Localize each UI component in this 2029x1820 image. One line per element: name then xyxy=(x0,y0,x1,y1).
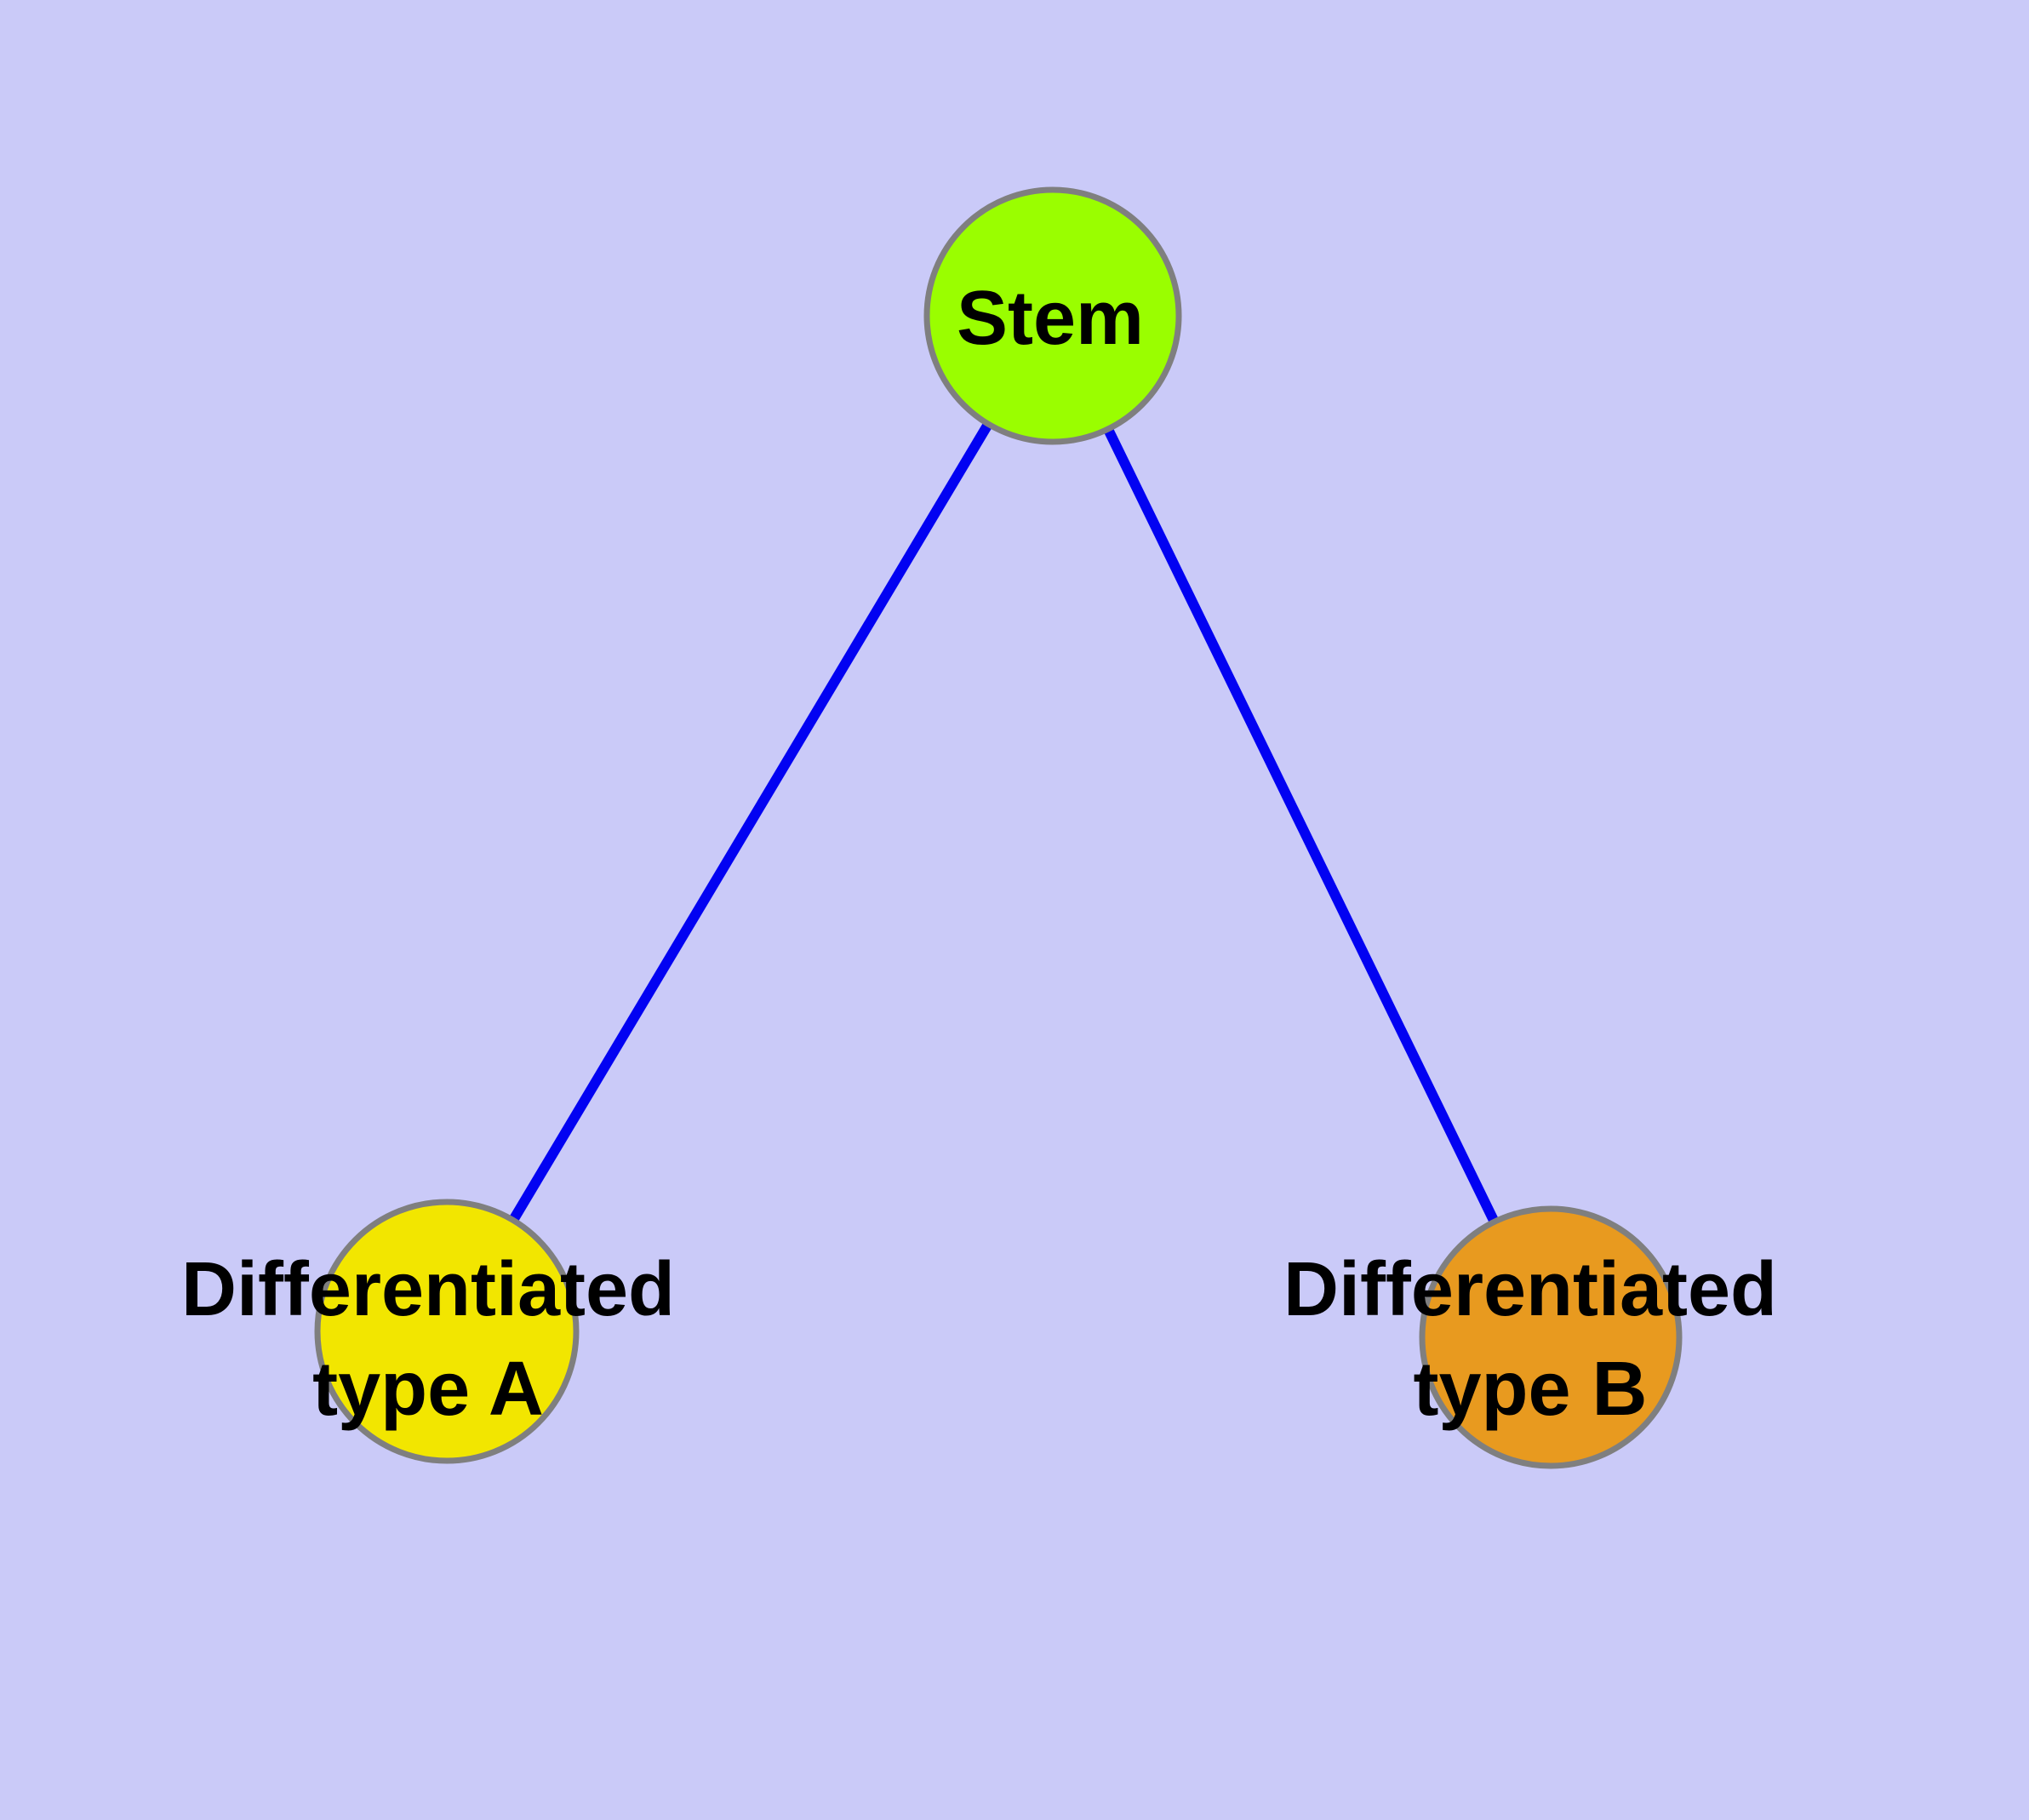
node-differentiated-type-a xyxy=(314,1199,580,1464)
edge-stem-to-differentiated-type-b xyxy=(1048,313,1556,1340)
node-stem-label: Stem xyxy=(957,276,1144,361)
node-differentiated-type-a-label-line2: type A xyxy=(312,1347,544,1432)
node-differentiated-type-b-label-line1: Differentiated xyxy=(1283,1247,1777,1332)
node-differentiated-type-b xyxy=(1419,1205,1683,1469)
node-stem xyxy=(923,186,1182,445)
node-differentiated-type-b-label-line2: type B xyxy=(1413,1347,1647,1432)
edge-stem-to-differentiated-type-a xyxy=(442,312,1058,1335)
node-differentiated-type-a-label-line1: Differentiated xyxy=(181,1247,675,1332)
